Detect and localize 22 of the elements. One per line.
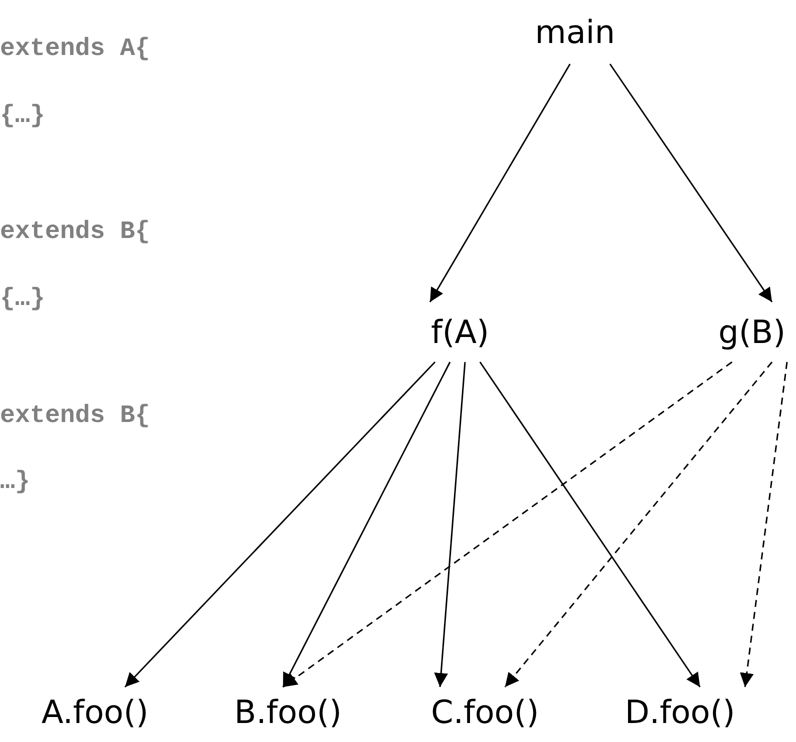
code-text: {…} <box>0 101 46 130</box>
code-text: extends B{ <box>0 401 150 430</box>
function-label: C.foo() <box>431 693 539 731</box>
function-label: D.foo() <box>624 693 736 731</box>
arrow <box>434 362 466 688</box>
dashed-arrow <box>740 362 788 688</box>
dashed-arrow <box>282 361 732 688</box>
function-label: A.foo() <box>42 693 148 731</box>
code-text: {…} <box>0 284 46 313</box>
code-text: extends B{ <box>0 217 150 246</box>
code-text: extends A{ <box>0 34 150 63</box>
arrow <box>429 64 571 302</box>
arrow <box>124 361 436 688</box>
code-text: …} <box>0 467 30 496</box>
arrow <box>282 362 451 688</box>
function-label: main <box>535 13 615 51</box>
dashed-arrow <box>504 362 773 688</box>
arrow <box>479 362 701 688</box>
arrow <box>609 64 773 302</box>
function-label: g(B) <box>718 313 786 351</box>
function-label: f(A) <box>430 313 490 351</box>
function-label: B.foo() <box>234 693 342 731</box>
